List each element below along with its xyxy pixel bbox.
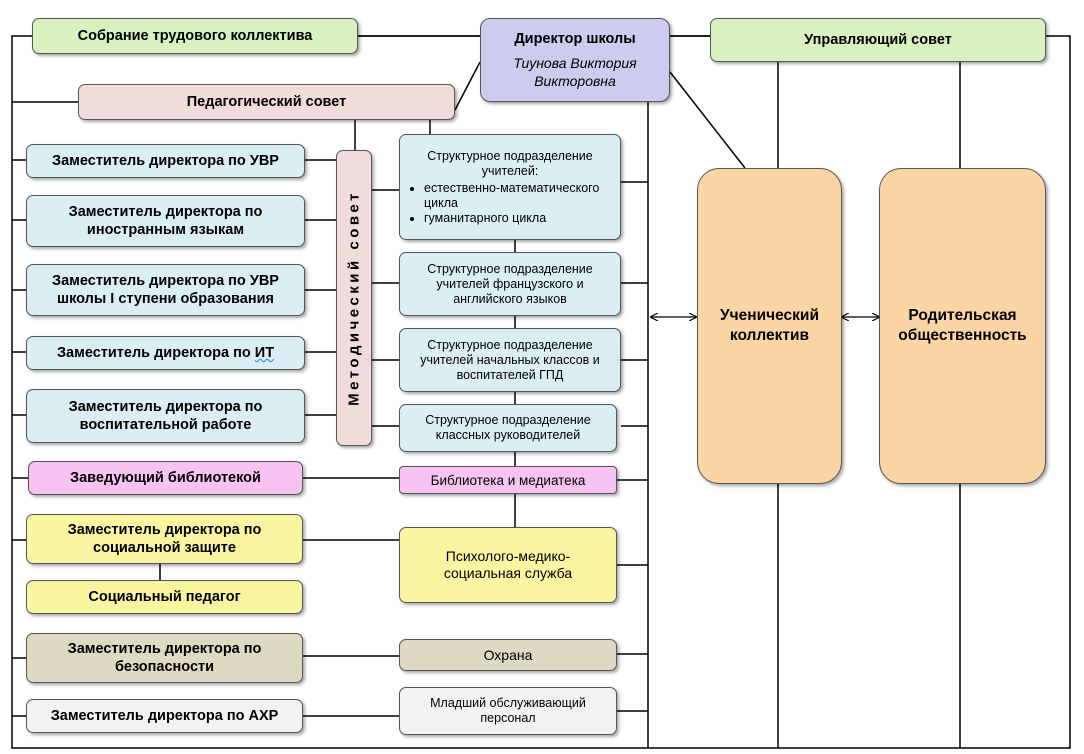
students-box: Ученический коллектив [697,168,842,484]
service-staff-box: Младший обслуживающий персонал [399,687,617,735]
service-staff-label: Младший обслуживающий персонал [430,696,586,725]
unit-primary-box: Структурное подразделение учителей начал… [399,328,621,392]
deputy-primary-label: Заместитель директора по УВР школы I сту… [52,273,279,307]
unit-primary-label: Структурное подразделение учителей начал… [420,337,600,382]
parents-box: Родительская общественность [879,168,1046,484]
unit-science-title: Структурное подразделение учителей: [427,148,593,178]
library-label: Библиотека и медиатека [430,472,586,488]
library-box: Библиотека и медиатека [399,466,617,494]
unit-lang-box: Структурное подразделение учителей франц… [399,252,621,316]
deputy-uvr-box: Заместитель директора по УВР [26,144,305,178]
deputy-axr-box: Заместитель директора по АХР [26,699,303,733]
unit-science-box: Структурное подразделение учителей: есте… [399,134,621,240]
students-label: Ученический коллектив [719,307,819,344]
director-name: Тиунова Виктория Викторовна [513,55,637,89]
deputy-primary-box: Заместитель директора по УВР школы I сту… [26,264,305,316]
deputy-axr-label: Заместитель директора по АХР [50,708,279,724]
deputy-edu-box: Заместитель директора по воспитательной … [26,389,305,443]
deputy-safety-label: Заместитель директора по безопасности [67,641,262,675]
deputy-foreign-label: Заместитель директора по иностранным язы… [68,204,263,238]
psych-service-box: Психолого-медико-социальная служба [399,527,617,603]
guard-label: Охрана [483,646,533,663]
library-head-label: Заведующий библиотекой [70,470,261,486]
director-title: Директор школы [514,31,636,47]
deputy-social-label: Заместитель директора по социальной защи… [67,522,262,556]
unit-science-item: гуманитарного цикла [424,211,620,226]
social-pedagog-label: Социальный педагог [88,589,241,605]
governing-council-box: Управляющий совет [710,18,1046,62]
labor-meeting-box: Собрание трудового коллектива [32,18,358,54]
method-council-box: Методический совет [336,150,372,446]
ped-council-label: Педагогический совет [186,94,347,110]
ped-council-box: Педагогический совет [78,84,455,120]
social-pedagog-box: Социальный педагог [26,580,303,614]
unit-lang-label: Структурное подразделение учителей франц… [427,261,593,306]
deputy-foreign-box: Заместитель директора по иностранным язы… [26,195,305,247]
library-head-box: Заведующий библиотекой [28,461,303,495]
parents-label: Родительская общественность [898,307,1027,344]
unit-class-box: Структурное подразделение классных руков… [399,404,617,452]
deputy-it-label: Заместитель директора по ИТ [56,345,275,361]
deputy-social-box: Заместитель директора по социальной защи… [26,514,303,564]
deputy-safety-box: Заместитель директора по безопасности [26,633,303,683]
labor-meeting-label: Собрание трудового коллектива [77,28,313,44]
unit-science-list: естественно-математического цикла гумани… [400,181,620,226]
unit-science-item: естественно-математического цикла [424,181,620,211]
deputy-uvr-label: Заместитель директора по УВР [52,153,279,169]
deputy-it-box: Заместитель директора по ИТ [26,336,305,370]
method-council-label: Методический совет [345,190,363,406]
director-box: Директор школы Тиунова Виктория Викторов… [480,18,670,102]
deputy-edu-label: Заместитель директора по воспитательной … [68,399,263,433]
guard-box: Охрана [399,639,617,671]
unit-class-label: Структурное подразделение классных руков… [425,413,591,442]
governing-council-label: Управляющий совет [804,32,952,48]
psych-service-label: Психолого-медико-социальная служба [443,548,573,581]
